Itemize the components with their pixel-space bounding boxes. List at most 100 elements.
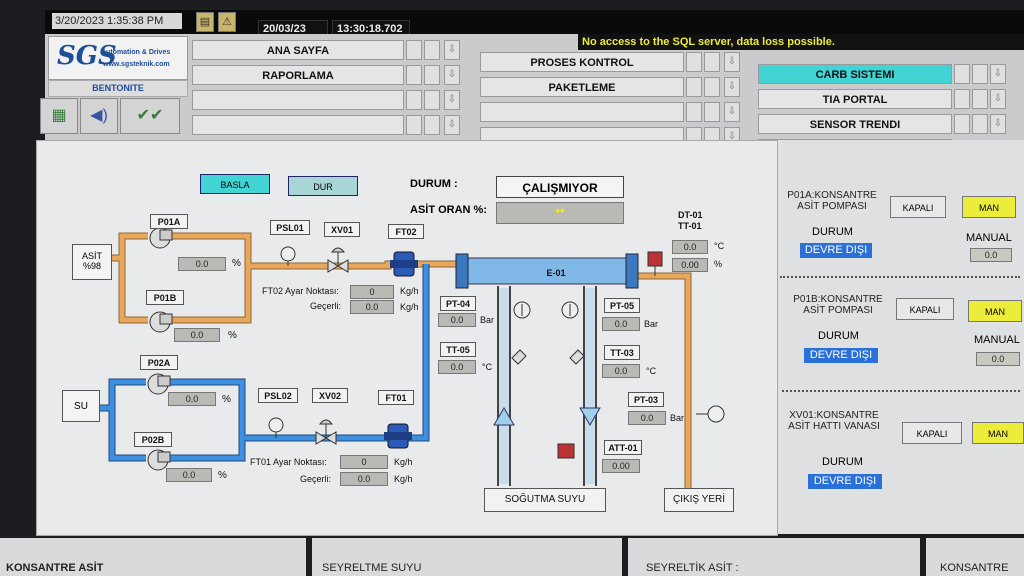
check-icon[interactable]: ✔✔: [120, 98, 180, 134]
tag-ft01: FT01: [378, 390, 414, 405]
pressure-gauge-pt03: [696, 405, 725, 423]
ft02-setpoint-input[interactable]: 0: [350, 285, 394, 299]
tag-psl01: PSL01: [270, 220, 310, 235]
time-display: 13:30:18.702: [332, 20, 410, 37]
nav-tia-portal[interactable]: TIA PORTAL: [758, 89, 952, 109]
logo-website: www.sgsteknik.com: [103, 61, 170, 68]
value-dt01: 0.0: [672, 240, 708, 254]
nav-ana-sayfa[interactable]: ANA SAYFA: [192, 40, 404, 60]
p01a-closed-button[interactable]: KAPALI: [890, 196, 946, 218]
nav-sensor-trendi[interactable]: SENSOR TRENDI: [758, 114, 952, 134]
pump-p01b: [149, 311, 173, 333]
pressure-switch-psl01: [280, 246, 296, 266]
bottom-tab-seyreltik-asit[interactable]: SEYRELTİK ASİT :: [628, 538, 920, 576]
water-pipe: [98, 264, 429, 461]
nav-empty-2[interactable]: [192, 115, 404, 135]
nav-square: [704, 77, 720, 97]
ft01-setpoint-label: FT01 Ayar Noktası:: [250, 457, 327, 467]
bottom-tab-konsantre-asit[interactable]: KONSANTRE ASİT: [0, 538, 306, 576]
nav-square: [954, 89, 970, 109]
exchanger-flange: [625, 253, 639, 289]
sound-icon[interactable]: ◀): [80, 98, 118, 134]
nav-square: [406, 40, 422, 60]
acid-ratio-label: ASİT ORAN %:: [410, 204, 487, 216]
arrow-down-icon[interactable]: ⇩: [444, 65, 460, 85]
arrow-down-icon[interactable]: ⇩: [990, 114, 1006, 134]
nav-carb-sistemi[interactable]: CARB SISTEMI: [758, 64, 952, 84]
unit-bar: Bar: [670, 413, 685, 423]
p01b-closed-button[interactable]: KAPALI: [896, 298, 954, 320]
nav-paketleme[interactable]: PAKETLEME: [480, 77, 684, 97]
bottom-tab-konsantre[interactable]: KONSANTRE: [926, 538, 1024, 576]
value-p02b: 0.0: [166, 468, 212, 482]
ft01-actual-label: Geçerli:: [300, 474, 332, 484]
pressure-gauge-pt05: [561, 301, 579, 319]
value-tt03: 0.0: [602, 364, 640, 378]
p01b-manual-label: MANUAL: [974, 334, 1020, 346]
arrow-down-icon[interactable]: ⇩: [724, 77, 740, 97]
tag-psl02: PSL02: [258, 388, 298, 403]
valve-xv01: [327, 247, 349, 273]
plant-name: BENTONITE: [48, 80, 188, 97]
unit-pct: %: [714, 259, 723, 269]
nav-square: [686, 102, 702, 122]
nav-square: [972, 89, 988, 109]
logo-tagline: Automation & Drives: [101, 49, 171, 56]
nav-raporlama[interactable]: RAPORLAMA: [192, 65, 404, 85]
tag-e01: E-01: [546, 268, 566, 278]
bottom-tab-seyreltme-suyu[interactable]: SEYRELTME SUYU: [312, 538, 622, 576]
sensor-dt01: [647, 251, 663, 276]
arrow-down-icon[interactable]: ⇩: [444, 115, 460, 135]
tag-tt01: TT-01: [678, 221, 702, 231]
nav-empty-1[interactable]: [192, 90, 404, 110]
valve-xv02: [315, 419, 337, 445]
nav-square: [686, 77, 702, 97]
value-tt01: 0.00: [672, 258, 708, 272]
unit-celsius: °C: [482, 362, 493, 372]
p01a-manual-label: MANUAL: [966, 232, 1012, 244]
arrow-down-icon[interactable]: ⇩: [444, 90, 460, 110]
p01b-man-button[interactable]: MAN: [968, 300, 1022, 322]
stop-button[interactable]: DUR: [288, 176, 358, 196]
temp-sensor-tt05: [511, 349, 527, 365]
folder-icon[interactable]: ▤: [196, 12, 214, 32]
unit-kgh: Kg/h: [400, 302, 419, 312]
xv01-closed-button[interactable]: KAPALI: [902, 422, 962, 444]
tag-dt01: DT-01: [678, 210, 703, 220]
nav-square: [424, 65, 440, 85]
nav-square: [704, 102, 720, 122]
arrow-down-icon[interactable]: ⇩: [724, 102, 740, 122]
nav-empty-3[interactable]: [480, 102, 684, 122]
ft01-setpoint-input[interactable]: 0: [340, 455, 388, 469]
value-pt04: 0.0: [438, 313, 476, 327]
arrow-down-icon[interactable]: ⇩: [724, 52, 740, 72]
arrow-down-icon[interactable]: ⇩: [990, 89, 1006, 109]
piping-diagram: [98, 227, 725, 494]
arrow-down-icon[interactable]: ⇩: [990, 64, 1006, 84]
cooling-lines: [497, 286, 597, 486]
xv01-man-button[interactable]: MAN: [972, 422, 1024, 444]
arrow-down-icon[interactable]: ⇩: [444, 40, 460, 60]
value-p01a: 0.0: [178, 257, 226, 271]
temp-sensor-tt03: [569, 349, 585, 365]
analyzer-att01: [557, 443, 575, 459]
p01a-man-button[interactable]: MAN: [962, 196, 1016, 218]
notebook-icon[interactable]: ▦: [40, 98, 78, 134]
tag-tt03: TT-03: [604, 345, 640, 360]
start-button[interactable]: BASLA: [200, 174, 270, 194]
pump-p02b: [147, 449, 171, 471]
unit-kgh: Kg/h: [394, 457, 413, 467]
ft02-actual-value: 0.0: [350, 300, 394, 314]
alarm-message: No access to the SQL server, data loss p…: [578, 34, 1024, 50]
unit-pct: %: [222, 394, 231, 405]
pressure-switch-psl02: [268, 417, 284, 438]
logo-brand: SGS: [57, 41, 117, 71]
value-p01b: 0.0: [174, 328, 220, 342]
warning-icon[interactable]: ⚠: [218, 12, 236, 32]
nav-square: [424, 90, 440, 110]
xv01-durum-label: DURUM: [822, 456, 863, 468]
nav-proses-kontrol[interactable]: PROSES KONTROL: [480, 52, 684, 72]
tag-tt05: TT-05: [440, 342, 476, 357]
tag-pt05: PT-05: [604, 298, 640, 313]
water-tank: SU: [62, 390, 100, 422]
